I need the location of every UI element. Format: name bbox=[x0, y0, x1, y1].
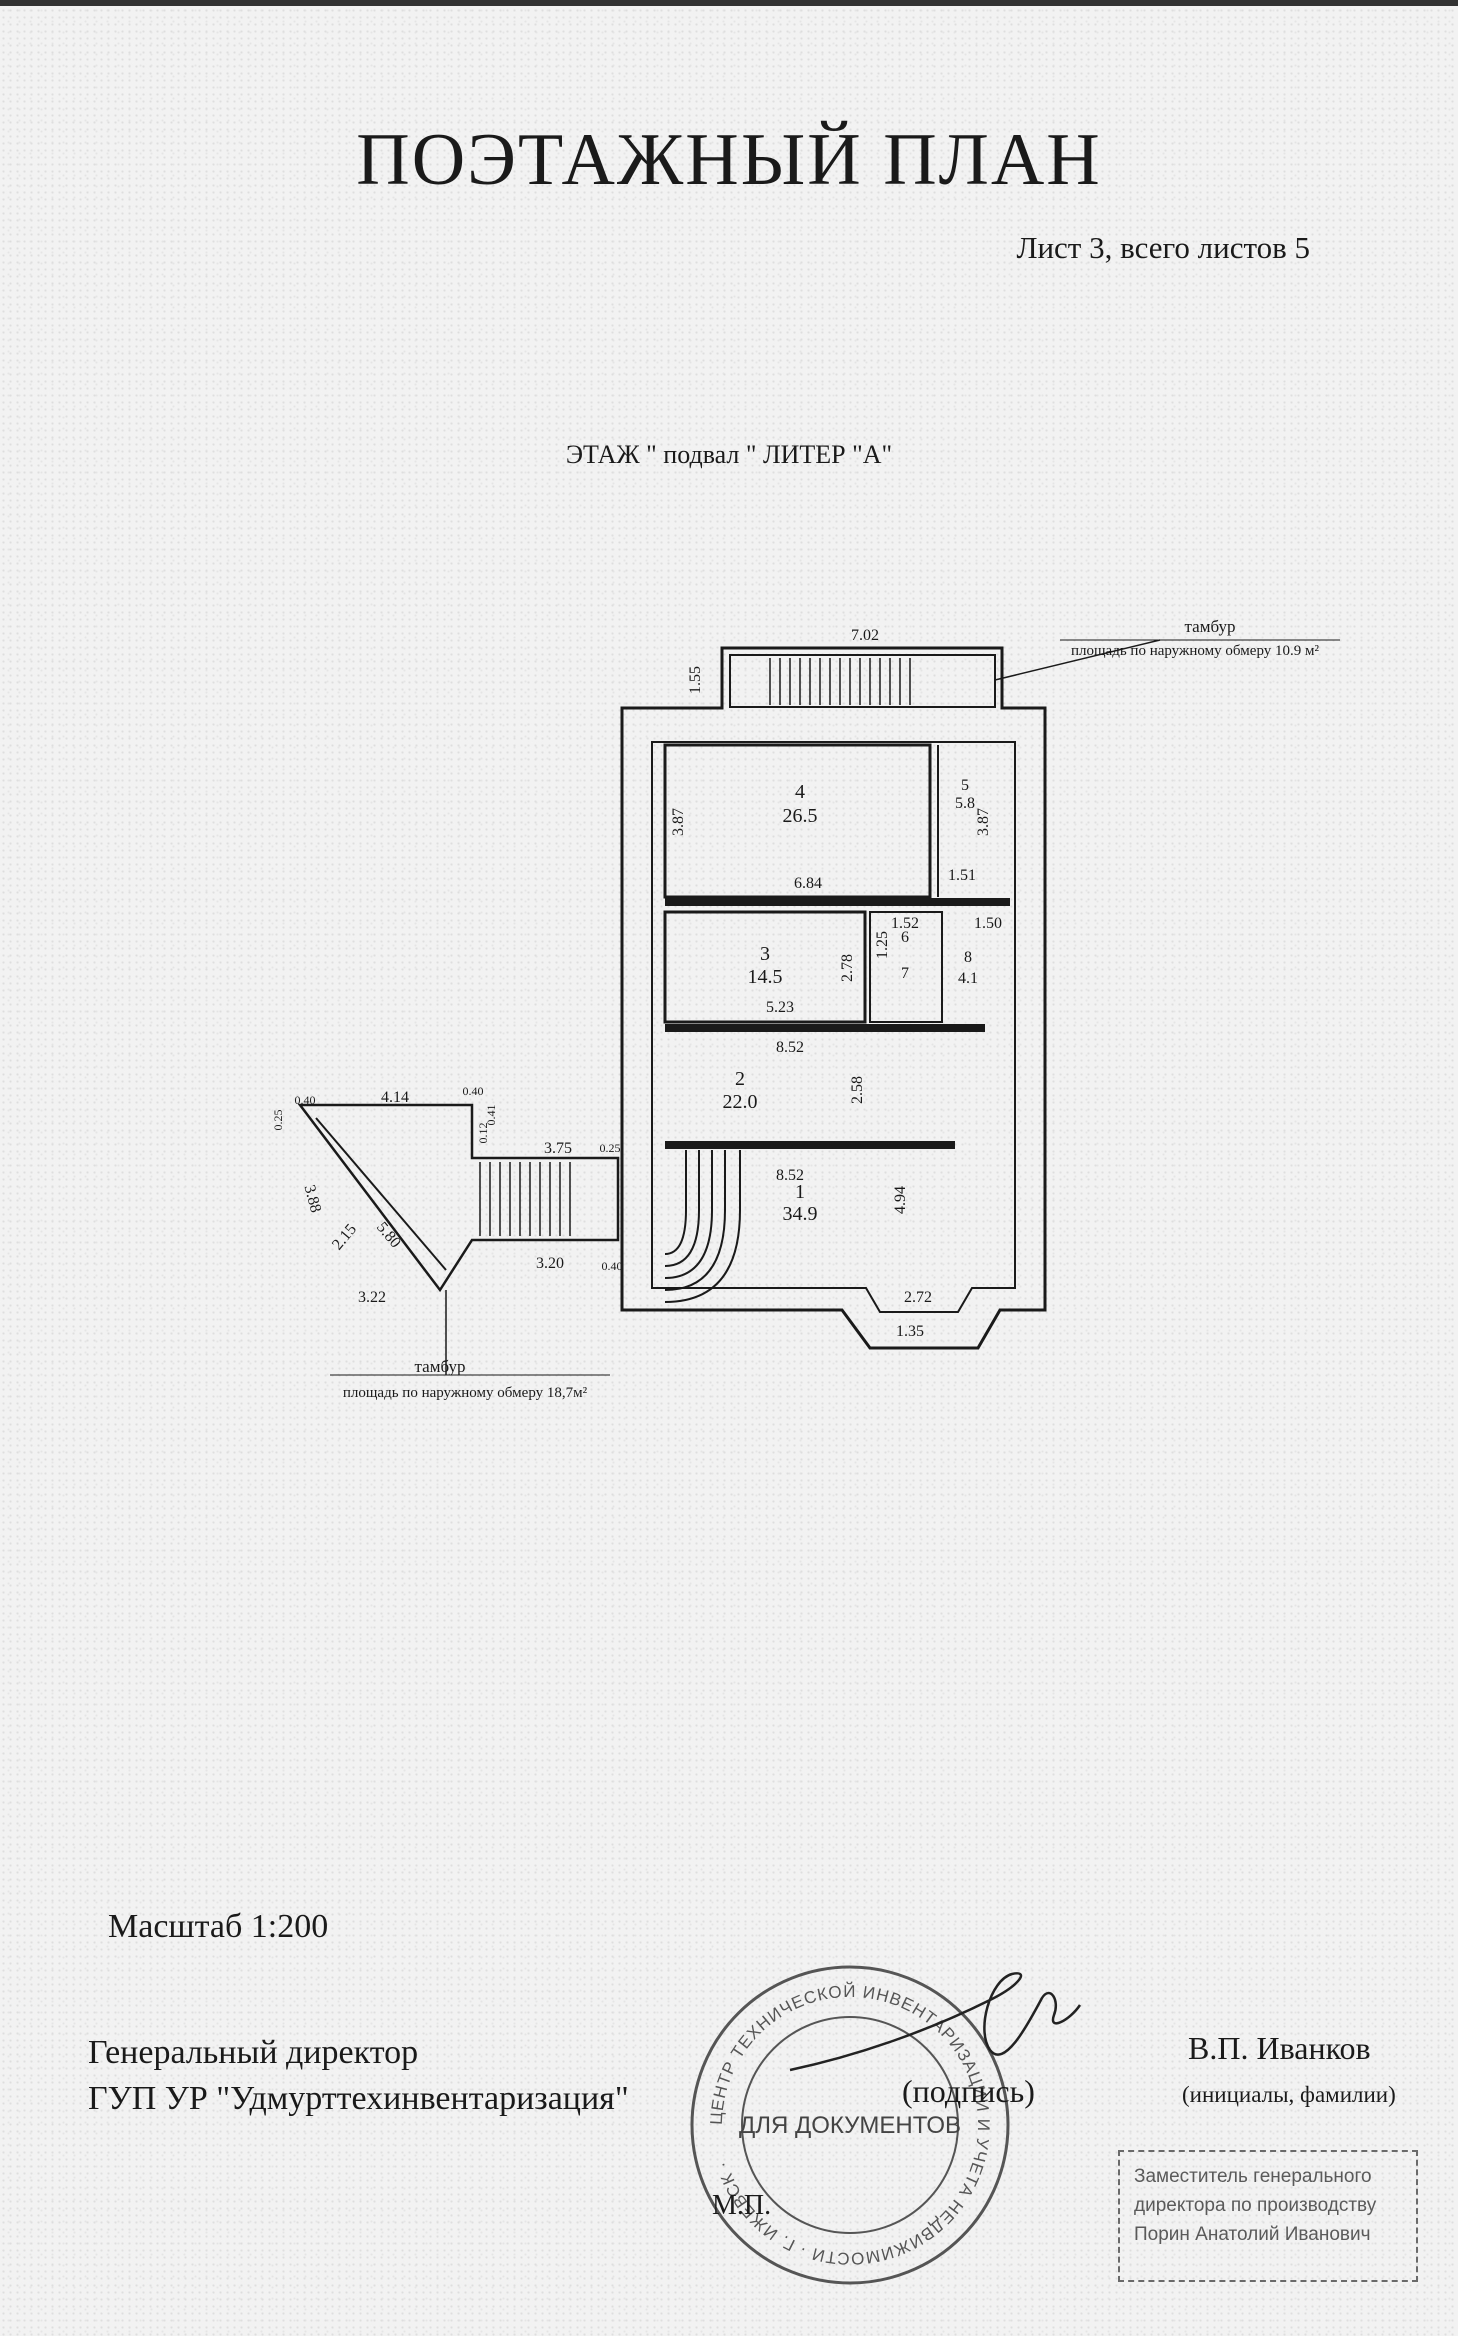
dim-3-75: 3.75 bbox=[544, 1140, 572, 1157]
label-tambur-top: тамбур bbox=[1185, 617, 1236, 636]
dim-5-80: 5.80 bbox=[373, 1219, 404, 1251]
dim-1-52: 1.52 bbox=[891, 915, 919, 932]
left-vestibule bbox=[297, 1103, 620, 1293]
dim-7-02: 7.02 bbox=[851, 627, 879, 644]
document-title: ПОЭТАЖНЫЙ ПЛАН bbox=[356, 119, 1102, 201]
room-2-number: 2 bbox=[735, 1068, 745, 1090]
dim-3-20: 3.20 bbox=[536, 1255, 564, 1272]
floor-plan: тамбур площадь по наружному обмеру 10.9 … bbox=[271, 617, 1340, 1401]
signatory-name: В.П. Иванков bbox=[1188, 2030, 1371, 2066]
room-3-number: 3 bbox=[760, 943, 770, 965]
dim-0-25-a: 0.25 bbox=[271, 1110, 285, 1131]
room-3-area: 14.5 bbox=[748, 966, 783, 988]
dim-1-50: 1.50 bbox=[974, 915, 1002, 932]
floor-label: ЭТАЖ " подвал " ЛИТЕР "А" bbox=[565, 440, 893, 469]
dim-4-14: 4.14 bbox=[381, 1089, 409, 1106]
scale-label: Масштаб 1:200 bbox=[108, 1908, 329, 1945]
room-6-number: 6 bbox=[901, 929, 909, 946]
left-stairs bbox=[479, 1162, 571, 1236]
room-5-area: 5.8 bbox=[955, 795, 975, 812]
dim-0-40-a: 0.40 bbox=[295, 1093, 316, 1107]
room-3 bbox=[663, 910, 867, 1024]
room-8-area: 4.1 bbox=[958, 970, 978, 987]
seal-center-text: ДЛЯ ДОКУМЕНТОВ bbox=[739, 2112, 961, 2139]
dim-0-12: 0.12 bbox=[476, 1123, 490, 1144]
label-tambur-left: тамбур bbox=[415, 1357, 466, 1376]
rectangular-stamp: Заместитель генерального директора по пр… bbox=[1118, 2150, 1418, 2282]
box-stamp-line-1: Заместитель генерального bbox=[1134, 2166, 1372, 2187]
signatory-position: Генеральный директор ГУП УР "Удмурттехин… bbox=[88, 2030, 629, 2122]
dim-2-58: 2.58 bbox=[849, 1076, 866, 1104]
top-vestibule-leader bbox=[994, 639, 1161, 681]
building-inner-wall bbox=[651, 741, 1016, 1313]
dim-8-52-b: 8.52 bbox=[776, 1167, 804, 1184]
handwritten-signature-icon bbox=[789, 1972, 1082, 2072]
sheet-number: Лист 3, всего листов 5 bbox=[1016, 230, 1310, 265]
room-7-number: 7 bbox=[901, 965, 909, 982]
dim-2-72: 2.72 bbox=[904, 1289, 932, 1306]
room-4 bbox=[663, 743, 932, 899]
dim-0-40-c: 0.40 bbox=[602, 1259, 623, 1273]
room-1-number: 1 bbox=[795, 1181, 805, 1203]
dim-0-40-b: 0.40 bbox=[463, 1084, 484, 1098]
dim-3-22: 3.22 bbox=[358, 1289, 386, 1306]
dim-1-25: 1.25 bbox=[874, 931, 891, 959]
area-note-left: площадь по наружному обмеру 18,7м² bbox=[343, 1385, 588, 1401]
box-stamp-line-2: директора по производству bbox=[1134, 2195, 1377, 2216]
dim-3-87-right: 3.87 bbox=[975, 808, 992, 836]
area-note-top: площадь по наружному обмеру 10.9 м² bbox=[1071, 643, 1320, 659]
room-6-7 bbox=[869, 911, 943, 1023]
dim-1-55: 1.55 bbox=[687, 666, 704, 694]
top-vestibule bbox=[729, 654, 996, 708]
dim-5-23: 5.23 bbox=[766, 999, 794, 1016]
dim-3-88: 3.88 bbox=[301, 1183, 325, 1214]
dim-4-94: 4.94 bbox=[892, 1186, 909, 1214]
room-4-area: 26.5 bbox=[783, 805, 818, 827]
box-stamp-line-3: Порин Анатолий Иванович bbox=[1134, 2224, 1371, 2245]
room-8-number: 8 bbox=[964, 949, 972, 966]
position-line-2: ГУП УР "Удмурттехинвентаризация" bbox=[88, 2080, 629, 2117]
dim-2-78: 2.78 bbox=[839, 954, 856, 982]
dim-1-51: 1.51 bbox=[948, 867, 976, 884]
mp-label: М.П. bbox=[712, 2190, 772, 2221]
position-line-1: Генеральный директор bbox=[88, 2034, 419, 2071]
signatory-name-hint: (инициалы, фамилии) bbox=[1182, 2082, 1396, 2107]
curved-stairs bbox=[664, 1150, 741, 1303]
top-scan-edge bbox=[0, 0, 1458, 6]
building-outer-wall bbox=[620, 646, 1047, 1350]
left-vestibule-inner bbox=[315, 1117, 447, 1271]
round-seal-icon: ЦЕНТР ТЕХНИЧЕСКОЙ ИНВЕНТАРИЗАЦИИ И УЧЕТА… bbox=[690, 1965, 1010, 2285]
signature-hint: (подпись) bbox=[902, 2073, 1035, 2109]
dim-1-35: 1.35 bbox=[896, 1323, 924, 1340]
room-5-number: 5 bbox=[961, 777, 969, 794]
dim-2-15: 2.15 bbox=[329, 1221, 360, 1253]
dim-0-25-b: 0.25 bbox=[600, 1141, 621, 1155]
dim-6-84: 6.84 bbox=[794, 875, 822, 892]
dim-0-41: 0.41 bbox=[484, 1105, 498, 1126]
dim-3-87-left: 3.87 bbox=[670, 808, 687, 836]
room-1-area: 34.9 bbox=[783, 1203, 818, 1225]
dim-8-52-a: 8.52 bbox=[776, 1039, 804, 1056]
room-2-area: 22.0 bbox=[723, 1091, 758, 1113]
room-4-number: 4 bbox=[795, 781, 805, 803]
top-stairs bbox=[769, 658, 911, 705]
